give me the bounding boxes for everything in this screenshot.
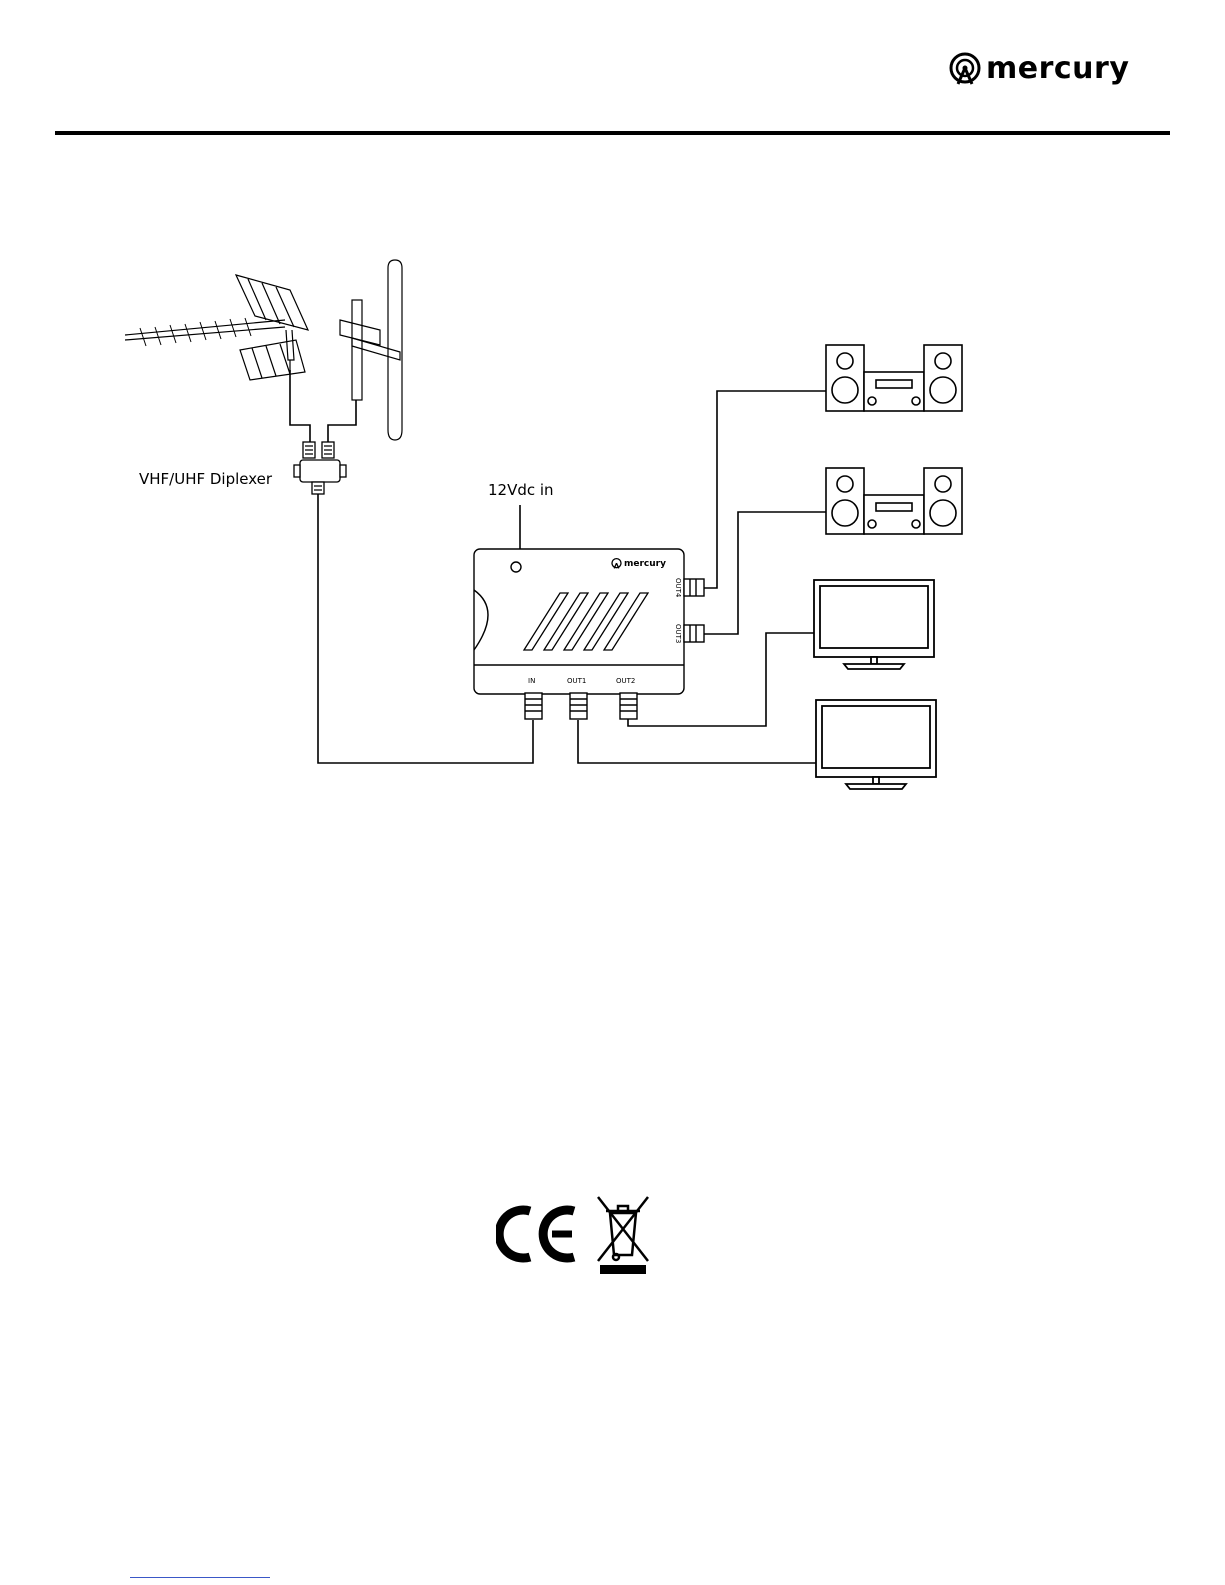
port-in-label: IN bbox=[528, 677, 535, 685]
device-brand-name: mercury bbox=[624, 559, 666, 569]
ce-mark-icon bbox=[496, 1203, 578, 1265]
tv-icon bbox=[816, 700, 936, 789]
cable-out3-to-stereo2 bbox=[702, 512, 826, 634]
weee-bin-icon bbox=[592, 1193, 654, 1275]
dipole-antenna-icon bbox=[340, 260, 402, 440]
stereo-system-icon bbox=[826, 468, 962, 534]
amplifier-icon bbox=[474, 549, 704, 719]
port-out2-label: OUT2 bbox=[616, 677, 635, 685]
port-in-connector bbox=[525, 693, 542, 719]
cable-out4-to-stereo1 bbox=[702, 391, 826, 588]
mercury-antenna-logo-icon bbox=[611, 558, 622, 569]
tv-icon bbox=[814, 580, 934, 669]
port-out2-connector bbox=[620, 693, 637, 719]
stereo-system-icon bbox=[826, 345, 962, 411]
compliance-marks bbox=[496, 1193, 654, 1275]
device-brand: mercury bbox=[611, 558, 666, 569]
port-out4-label: OUT4 bbox=[674, 578, 682, 597]
power-input-label: 12Vdc in bbox=[488, 481, 554, 499]
port-out4-connector bbox=[684, 579, 704, 596]
port-out1-label: OUT1 bbox=[567, 677, 586, 685]
cable-yagi-to-diplexer bbox=[290, 370, 310, 450]
footer-link-underline[interactable] bbox=[130, 1577, 270, 1578]
port-out3-connector bbox=[684, 625, 704, 642]
yagi-antenna-icon bbox=[125, 275, 308, 380]
diplexer-icon bbox=[294, 442, 346, 494]
port-out3-label: OUT3 bbox=[674, 624, 682, 643]
diplexer-label: VHF/UHF Diplexer bbox=[139, 470, 272, 488]
port-out1-connector bbox=[570, 693, 587, 719]
